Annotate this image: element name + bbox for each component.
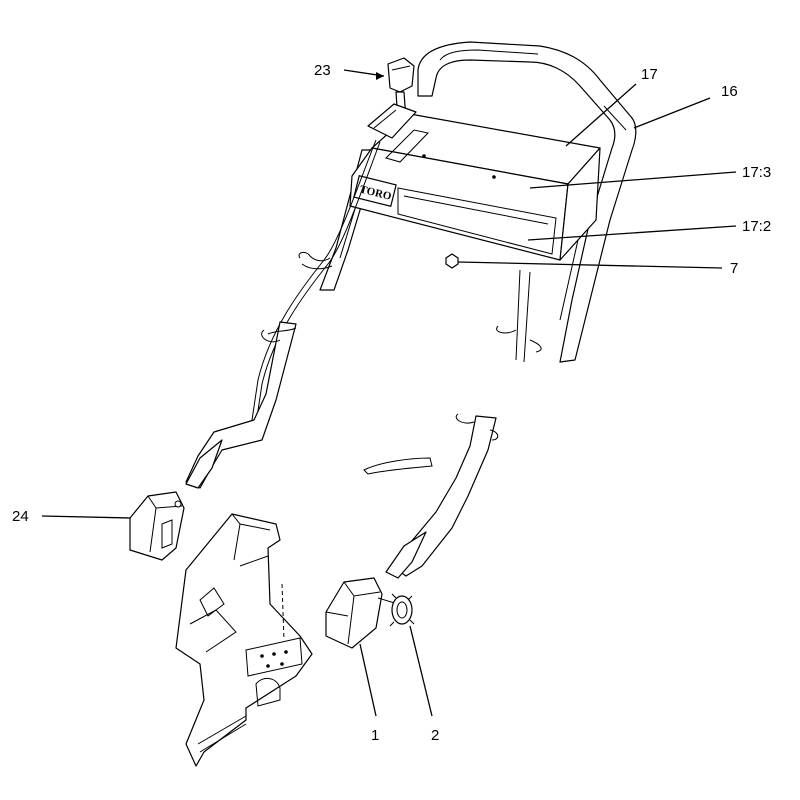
cable-clip-left-upper [298,251,333,270]
callout-17: 17 [641,66,658,83]
callout-23: 23 [314,62,331,79]
leader-16 [633,97,711,129]
callout-labels: 23 17 16 17:3 17:2 7 24 1 2 [12,62,771,744]
shift-lever [367,57,417,139]
handle-bracket-left [129,491,185,561]
leader-24 [41,515,131,519]
callout-7: 7 [730,260,738,277]
leader-1 [359,643,377,717]
callout-2: 2 [431,727,439,744]
leader-2 [409,625,433,717]
lower-handle-right [363,413,499,579]
callout-1: 1 [371,727,379,744]
leader-7 [457,261,723,269]
leader-17-3 [529,171,737,189]
callout-17-3: 17:3 [742,164,771,181]
control-panel: TORO [349,113,601,269]
upper-handle-right-legs [496,269,542,363]
lower-handle-left [185,321,297,489]
callout-24: 24 [12,508,29,525]
nut-part [445,253,459,269]
handle-knob [377,593,415,627]
callout-16: 16 [721,83,738,100]
leader-lines [41,69,737,717]
handle-bracket-right [325,577,383,649]
leader-17-2 [527,225,737,241]
leader-17 [565,83,637,147]
rear-baffle [175,513,313,767]
callout-17-2: 17:2 [742,218,771,235]
